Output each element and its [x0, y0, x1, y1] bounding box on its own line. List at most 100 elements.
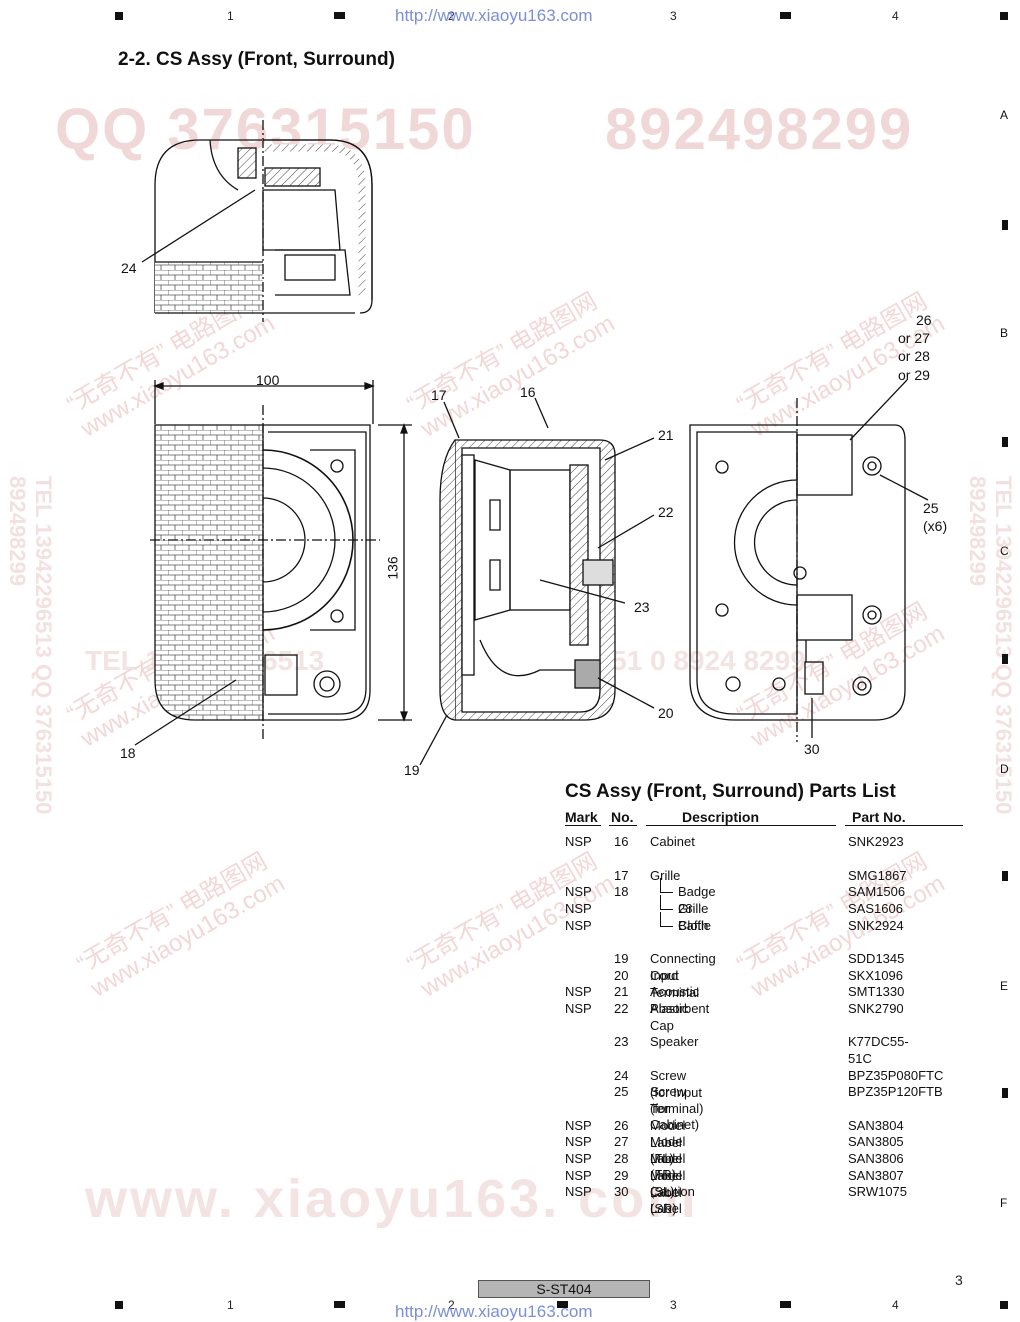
column-number-3-bottom: 3	[670, 1298, 677, 1312]
callout-17: 17	[431, 387, 447, 403]
callout-19: 19	[404, 762, 420, 778]
cell-description: Model Label (SL)	[650, 1151, 686, 1200]
cell-mark: NSP	[565, 918, 592, 933]
cell-description: Baffle	[678, 918, 712, 933]
cell-description: Connecting Cord	[650, 951, 716, 983]
frame-mark	[1002, 654, 1008, 664]
cell-part-no: SAM1506	[848, 884, 906, 899]
footer-url-link[interactable]: http://www.xiaoyu163.com	[395, 1302, 593, 1321]
cell-description: Caution Label	[650, 1184, 695, 1216]
model-number-box: S-ST404	[478, 1280, 650, 1298]
row-letter-b: B	[1000, 326, 1009, 340]
column-header-description: Description	[682, 809, 760, 825]
cell-no: 28	[614, 1151, 629, 1166]
cell-part-no: SAS1606	[848, 901, 903, 916]
cell-part-no: SMG1867	[848, 868, 907, 883]
cell-mark: NSP	[565, 1118, 592, 1133]
cell-part-no: SNK2790	[848, 1001, 904, 1016]
cell-description: Input Terminal	[650, 968, 700, 1000]
column-number-2-bottom: 2	[448, 1298, 455, 1312]
cell-description: Model Label (SR)	[650, 1168, 686, 1217]
cell-mark: NSP	[565, 1168, 592, 1183]
cell-description: Speaker	[650, 1034, 699, 1049]
frame-mark	[1002, 437, 1008, 447]
cell-no: 26	[614, 1118, 629, 1133]
callout-24: 24	[121, 260, 137, 276]
tree-connector	[660, 895, 673, 910]
callout-30: 30	[804, 741, 820, 757]
side-section-view	[419, 397, 655, 766]
cell-mark: NSP	[565, 984, 592, 999]
column-header-part-no: Part No.	[852, 809, 906, 825]
frame-mark	[1002, 220, 1008, 230]
cell-part-no: SAN3807	[848, 1168, 904, 1183]
cell-mark: NSP	[565, 834, 592, 849]
rear-view	[689, 379, 929, 742]
cell-description: Model Label (FL)	[650, 1118, 686, 1167]
cell-description: Screw (for Input Terminal)	[650, 1068, 704, 1117]
watermark-site: www. xiaoyu163. com	[85, 1169, 699, 1229]
cell-part-no: BPZ35P080FTC	[848, 1068, 944, 1083]
row-letter-c: C	[1000, 544, 1009, 558]
header-url-link[interactable]: http://www.xiaoyu163.com	[395, 6, 593, 25]
column-number-4: 4	[892, 9, 899, 23]
cell-part-no: SNK2923	[848, 834, 904, 849]
frame-mark	[1000, 1301, 1008, 1309]
callout-16: 16	[520, 384, 536, 400]
callout-20: 20	[658, 705, 674, 721]
callout-18: 18	[120, 745, 136, 761]
row-letter-d: D	[1000, 762, 1009, 776]
cell-no: 30	[614, 1184, 629, 1199]
cell-description: Cabinet	[650, 834, 695, 849]
cell-mark: NSP	[565, 1184, 592, 1199]
cell-part-no: BPZ35P120FTB	[848, 1084, 943, 1099]
column-number-3: 3	[670, 9, 677, 23]
row-letter-e: E	[1000, 979, 1009, 993]
cell-no: 16	[614, 834, 629, 849]
header-underline	[609, 825, 637, 826]
dimension-height: 136	[384, 556, 401, 580]
header-underline	[845, 825, 963, 826]
cell-part-no: K77DC55-51C	[848, 1034, 909, 1066]
cell-no: 29	[614, 1168, 629, 1183]
cell-mark: NSP	[565, 1001, 592, 1016]
cell-no: 21	[614, 984, 629, 999]
header-underline	[646, 825, 836, 826]
cell-no: 17	[614, 868, 629, 883]
frame-mark	[1000, 12, 1008, 20]
header-underline	[565, 825, 601, 826]
cell-no: 23	[614, 1034, 629, 1049]
section-title: 2-2. CS Assy (Front, Surround)	[118, 49, 395, 70]
cell-no: 22	[614, 1001, 629, 1016]
frame-mark	[115, 1301, 123, 1309]
callout-21: 21	[658, 427, 674, 443]
callout-23: 23	[634, 599, 650, 615]
column-header-no: No.	[611, 809, 634, 825]
cell-mark: NSP	[565, 1134, 592, 1149]
cell-mark: NSP	[565, 884, 592, 899]
cell-part-no: SAN3804	[848, 1118, 904, 1133]
frame-mark	[1002, 1088, 1008, 1098]
watermark-qq-2: 892498299	[605, 97, 914, 162]
frame-mark	[334, 1301, 345, 1308]
frame-mark	[780, 1301, 791, 1308]
column-number-1-bottom: 1	[227, 1298, 234, 1312]
exploded-view-drawing	[134, 120, 929, 766]
cell-part-no: SMT1330	[848, 984, 905, 999]
row-letter-f: F	[1000, 1196, 1008, 1210]
cell-description: Acoustic Absorbent	[650, 984, 710, 1016]
cell-mark: NSP	[565, 901, 592, 916]
parts-list-title: CS Assy (Front, Surround) Parts List	[565, 781, 896, 802]
cell-part-no: SDD1345	[848, 951, 905, 966]
cell-description: Badge 28	[678, 884, 716, 916]
cell-description: Screw (for Cabinet)	[650, 1084, 700, 1133]
frame-mark	[1002, 871, 1008, 881]
cell-part-no: SRW1075	[848, 1184, 908, 1199]
callout-29: or 29	[898, 367, 930, 383]
cell-description: Grille	[650, 868, 681, 883]
cell-no: 27	[614, 1134, 629, 1149]
cell-part-no: SAN3806	[848, 1151, 904, 1166]
cell-part-no: SNK2924	[848, 918, 904, 933]
